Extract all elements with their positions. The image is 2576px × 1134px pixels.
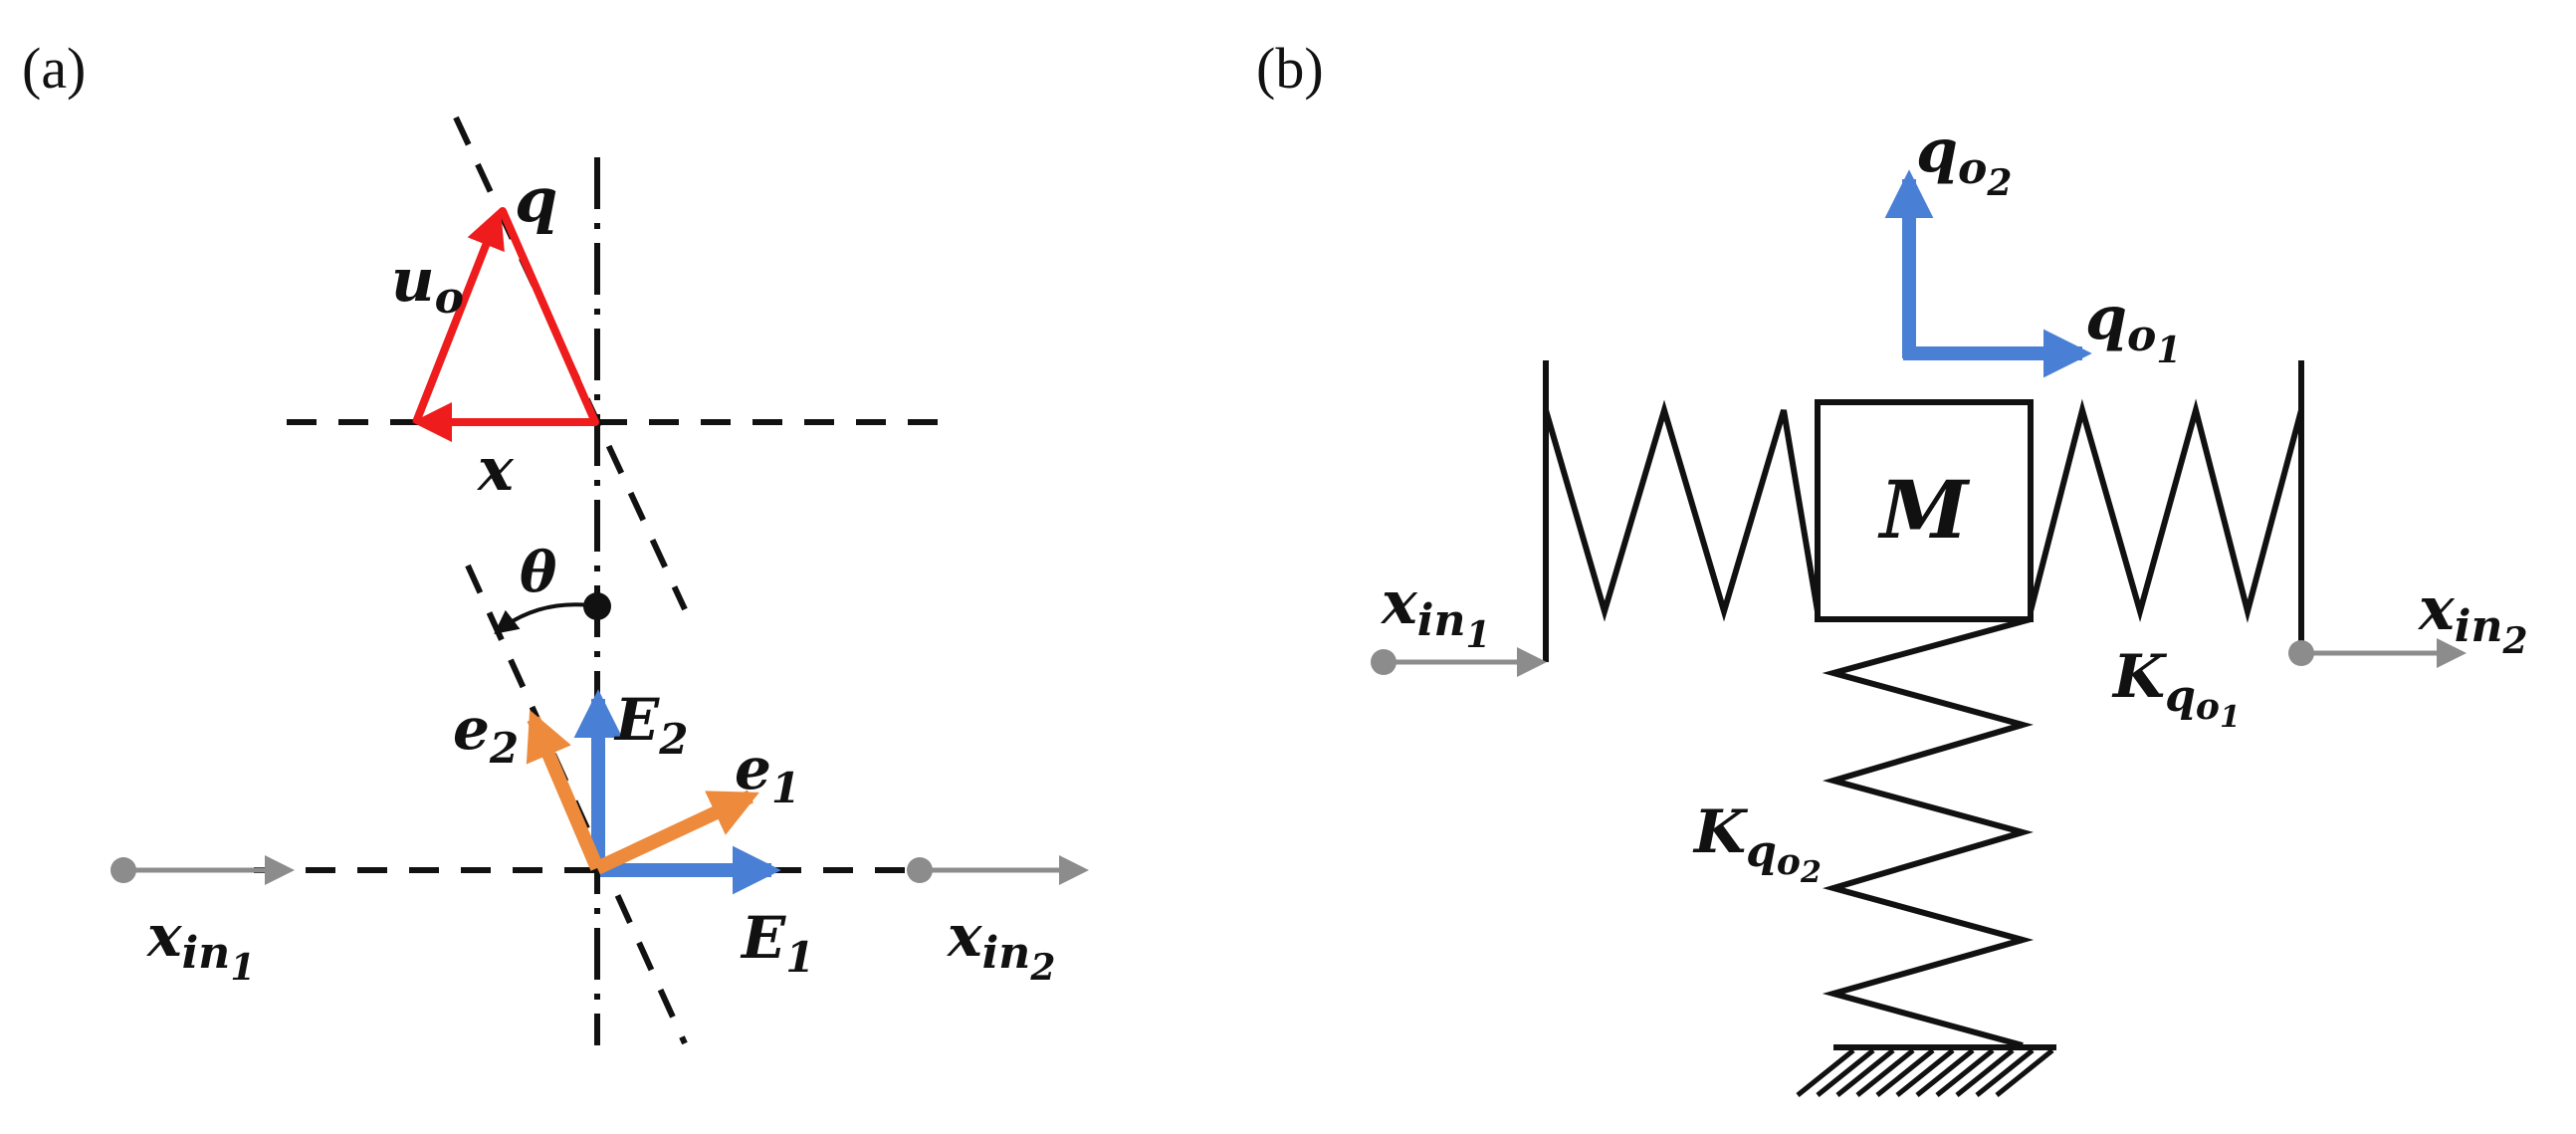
- mass-label: M: [1877, 463, 1971, 557]
- xin1-label-b: xin1: [1380, 568, 1491, 656]
- qo1-label: qo1: [2085, 284, 2181, 371]
- u-vector: [412, 207, 505, 424]
- theta-label: θ: [520, 540, 557, 605]
- e2-vector: [526, 709, 604, 871]
- ground-hatching: [1796, 1048, 2054, 1097]
- E1-label: E1: [740, 904, 814, 982]
- theta-arc: [494, 602, 590, 634]
- q-label: q: [515, 163, 557, 236]
- x-label: x: [476, 435, 515, 505]
- mass-block: [1815, 399, 2034, 622]
- panel-a-label: (a): [22, 36, 86, 101]
- u-label: uo: [391, 246, 464, 324]
- panel-b: (b) M: [1256, 36, 2528, 1097]
- E2-label: E2: [613, 686, 688, 764]
- pivot-dot: [583, 592, 611, 620]
- right-spring: [2028, 398, 2304, 623]
- e2-label: e2: [453, 695, 519, 773]
- xin2-label-a: xin2: [946, 902, 1055, 989]
- kqo1-label: Kqo1: [2111, 642, 2241, 735]
- left-spring: [1543, 399, 1821, 622]
- xin2-label-b: xin2: [2417, 574, 2528, 662]
- qo2-label: qo2: [1916, 116, 2012, 204]
- red-triangle-right-edge: [499, 207, 599, 426]
- e1-label: e1: [735, 735, 800, 812]
- e1-vector: [594, 790, 759, 875]
- kqo2-label: Kqo2: [1692, 797, 1822, 890]
- xin1-label-a: xin1: [145, 902, 255, 989]
- bottom-spring: [1822, 616, 2035, 1048]
- panel-b-label: (b): [1256, 36, 1324, 101]
- panel-a: (a) q uo x θ E2 e2 e1 E1 x: [22, 36, 1089, 1045]
